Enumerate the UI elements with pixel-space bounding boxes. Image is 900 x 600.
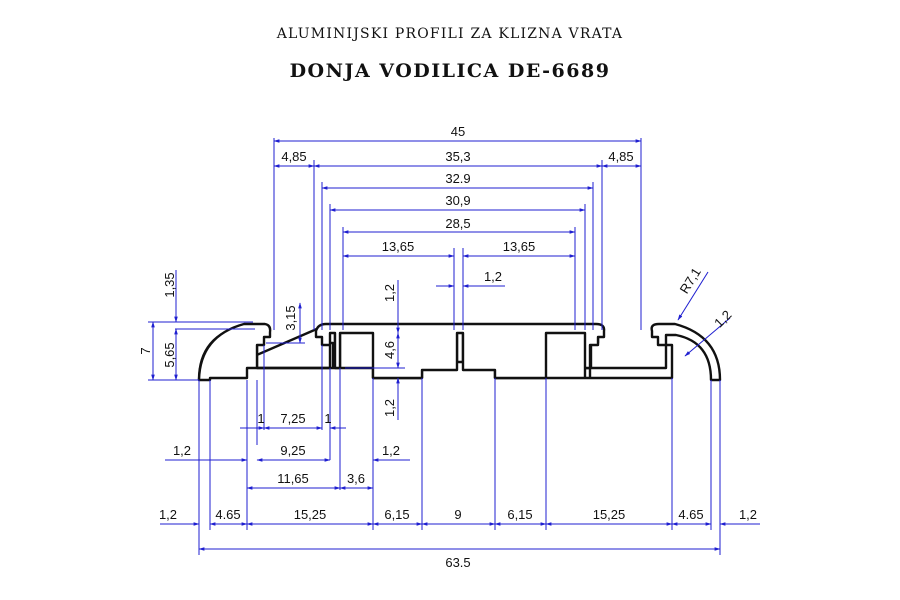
dim-l-9-25: 9,25: [280, 443, 305, 458]
dim-wall-top: 1,2: [382, 284, 397, 302]
dim-total-width: 63.5: [445, 555, 470, 570]
dim-b-1-2-right: 1,2: [739, 507, 757, 522]
dim-b-6-15-left: 6,15: [384, 507, 409, 522]
dim-left-1-35: 1,35: [162, 272, 177, 297]
dim-half-left: 13,65: [382, 239, 415, 254]
dim-slot-1a: 1: [257, 411, 264, 426]
drawing-title: DONJA VODILICA DE-6689: [289, 60, 611, 82]
dim-30-9: 30,9: [445, 193, 470, 208]
dim-b-15-25-left: 15,25: [294, 507, 327, 522]
aluminium-profile: [197, 322, 722, 382]
dim-b-9: 9: [454, 507, 461, 522]
dim-l-3-6: 3,6: [347, 471, 365, 486]
dim-b-4-65-right: 4.65: [678, 507, 703, 522]
dim-right-margin-top: 4,85: [608, 149, 633, 164]
dim-b-1-2-left: 1,2: [159, 507, 177, 522]
dim-left-5-65: 5,65: [162, 342, 177, 367]
dim-b-15-25-right: 15,25: [593, 507, 626, 522]
dim-half-right: 13,65: [503, 239, 536, 254]
dim-wall-bottom: 1,2: [382, 399, 397, 417]
dim-radius-wall: 1,2: [711, 307, 734, 330]
drawing-subtitle: ALUMINIJSKI PROFILI ZA KLIZNA VRATA: [276, 26, 624, 42]
dimension-labels: 45 4,85 35,3 4,85 32.9 30,9 28,5 13,65 1…: [138, 124, 757, 570]
dim-slot-7-25: 7,25: [280, 411, 305, 426]
dim-b-6-15-right: 6,15: [507, 507, 532, 522]
dim-center-gap: 1,2: [484, 269, 502, 284]
dim-left-7: 7: [138, 347, 153, 354]
dim-28-5: 28,5: [445, 216, 470, 231]
dim-32-9: 32.9: [445, 171, 470, 186]
dimension-lines: [148, 138, 760, 555]
dim-b-4-65-left: 4.65: [215, 507, 240, 522]
dim-inner-35: 35,3: [445, 149, 470, 164]
dim-l-1-2: 1,2: [173, 443, 191, 458]
dim-left-margin-top: 4,85: [281, 149, 306, 164]
profile-body: [197, 322, 722, 382]
dim-l-11-65: 11,65: [277, 471, 309, 486]
dim-rail-4-6: 4,6: [382, 341, 397, 359]
dim-lip-3-15: 3,15: [283, 305, 298, 330]
dim-top-width: 45: [451, 124, 465, 139]
dim-slot-1b: 1: [324, 411, 331, 426]
dim-r-1-2: 1,2: [382, 443, 400, 458]
dim-radius: R7,1: [677, 265, 704, 296]
